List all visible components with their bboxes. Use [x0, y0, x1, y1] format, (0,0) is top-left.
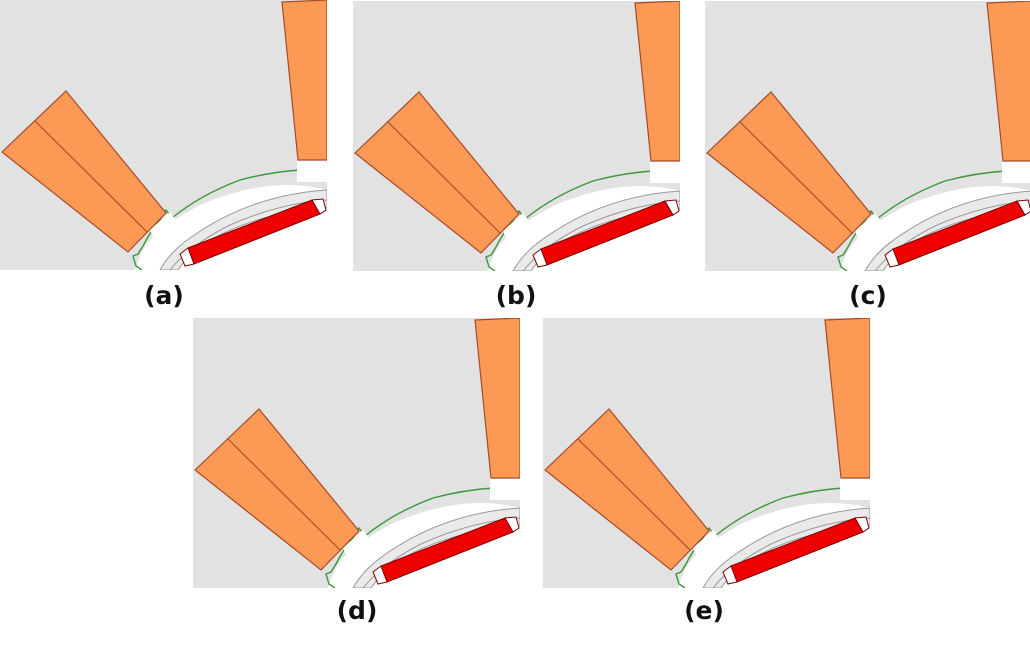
- panel-label-b: (b): [495, 281, 537, 310]
- panel-a: [0, 0, 327, 270]
- panel-label-d: (d): [336, 596, 378, 625]
- panel-c: [705, 1, 1030, 271]
- cross-section-diagram-c: [705, 1, 1030, 271]
- panel-d: [193, 318, 520, 588]
- cross-section-diagram-e: [543, 318, 870, 588]
- cross-section-diagram-b: [353, 1, 680, 271]
- panel-label-c: (c): [849, 281, 887, 310]
- panel-b: [353, 1, 680, 271]
- panel-label-e: (e): [684, 596, 724, 625]
- panel-e: [543, 318, 870, 588]
- cross-section-diagram-d: [193, 318, 520, 588]
- cross-section-diagram-a: [0, 0, 327, 270]
- panel-label-a: (a): [144, 281, 184, 310]
